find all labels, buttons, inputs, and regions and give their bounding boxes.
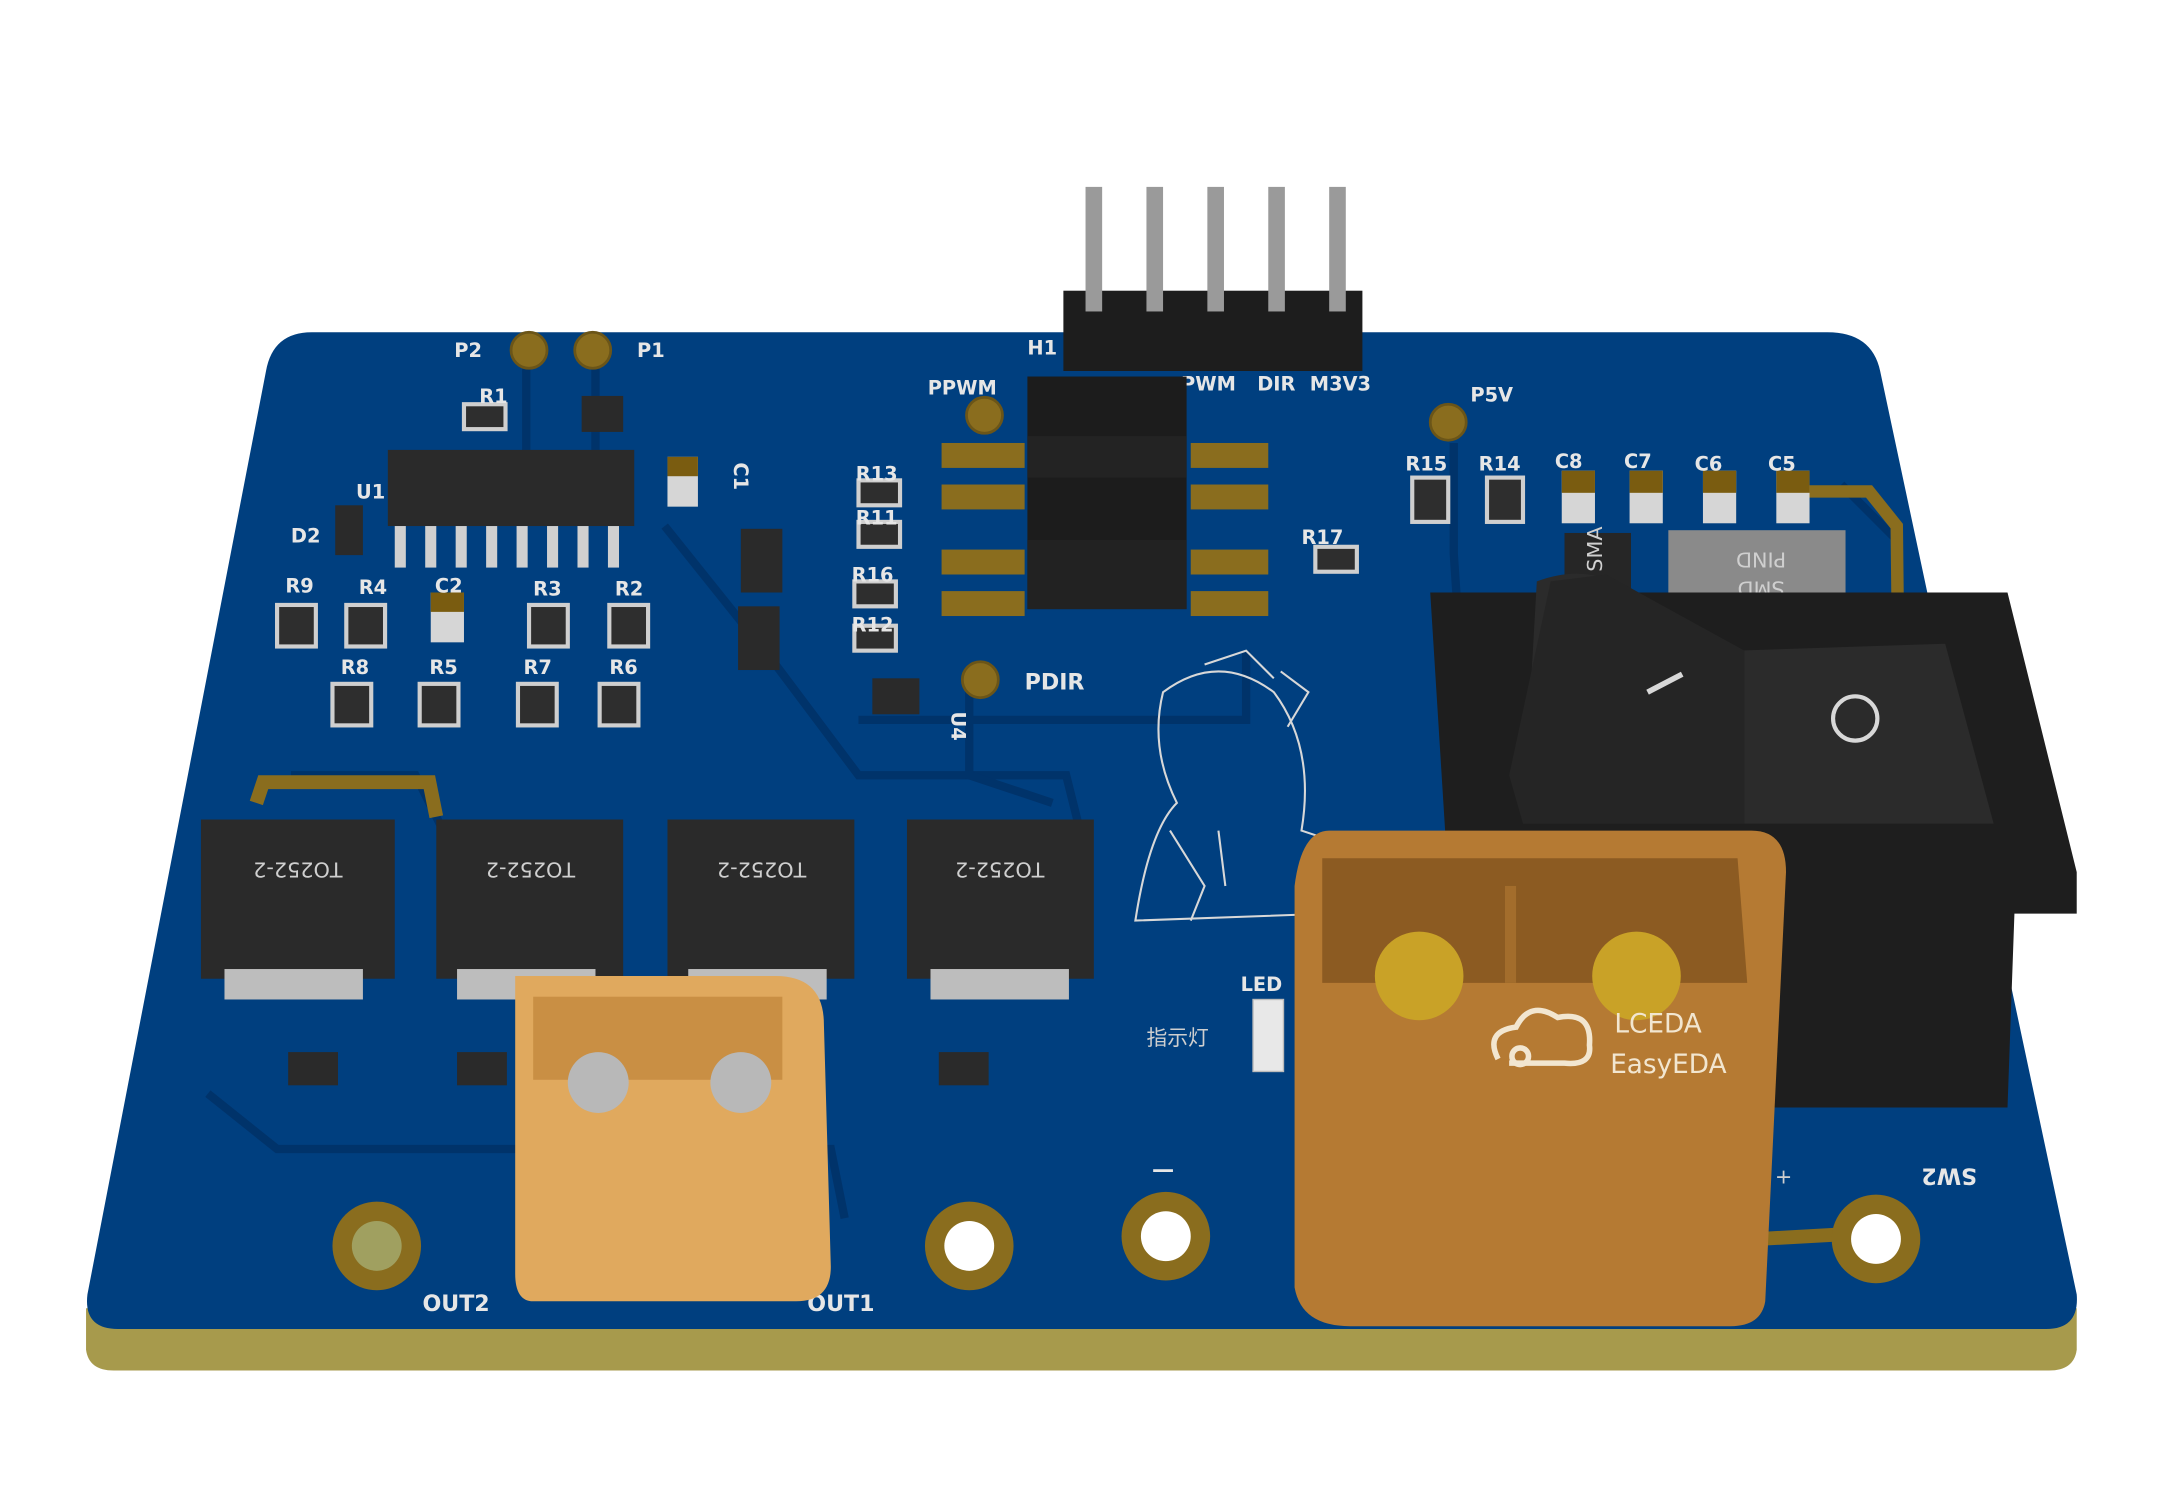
ref-c5: C5 <box>1768 453 1796 476</box>
smd-inductor <box>1668 530 1846 600</box>
sot23-a <box>740 528 783 593</box>
polarity-plus: + <box>1775 1165 1792 1189</box>
ref-r17: R17 <box>1301 526 1343 549</box>
logo-easyeda: EasyEDA <box>1610 1050 1726 1080</box>
sma-label: SMA <box>1583 526 1607 572</box>
ref-r6: R6 <box>609 656 637 679</box>
header-pin-dir: DIR <box>1257 372 1295 395</box>
ref-c6: C6 <box>1695 453 1723 476</box>
ref-u4: U4 <box>946 712 969 741</box>
mosfet-q1-label: TO252-2 <box>253 857 343 881</box>
tp-p2: P2 <box>454 339 482 362</box>
header-pin-pwm: PWM <box>1181 372 1236 395</box>
mosfet-row <box>200 819 1094 1000</box>
header-pin-3v3: M3V3 <box>1310 372 1371 395</box>
power-trace <box>249 775 444 819</box>
ref-c2: C2 <box>435 574 463 597</box>
easyeda-logo-icon <box>1491 1007 1593 1068</box>
ic-u1 <box>387 449 635 568</box>
ref-d2: D2 <box>291 525 321 548</box>
test-point-pads <box>509 330 1468 700</box>
ref-c7: C7 <box>1624 450 1652 473</box>
tp-pdir: PDIR <box>1025 669 1085 695</box>
mounting-holes <box>332 1191 1921 1291</box>
ref-r9: R9 <box>285 574 313 597</box>
capacitor-bodies <box>430 456 1810 643</box>
mosfet-q4-label: TO252-2 <box>955 857 1045 881</box>
ic-u4 <box>872 678 920 715</box>
sot-part <box>288 1052 338 1086</box>
label-out2: OUT2 <box>422 1291 489 1317</box>
ref-r4: R4 <box>359 576 387 599</box>
ref-u1: U1 <box>356 480 385 503</box>
diode-d2 <box>335 505 363 556</box>
ref-r1: R1 <box>479 385 507 408</box>
ref-r11: R11 <box>856 507 898 530</box>
ref-r8: R8 <box>341 656 369 679</box>
mosfet-q3-label: TO252-2 <box>717 857 807 881</box>
header-ref: H1 <box>1027 336 1057 359</box>
switch-off-mark <box>1831 694 1880 743</box>
ref-r16: R16 <box>852 563 894 586</box>
tp-ppwm: PPWM <box>928 377 997 400</box>
led-indicator <box>1252 998 1285 1073</box>
ref-led: LED <box>1241 973 1283 996</box>
driver-ic-stack <box>941 376 1269 617</box>
xt60-input-connector[interactable] <box>1294 830 1787 1327</box>
ref-r12: R12 <box>852 613 894 636</box>
ref-r7: R7 <box>523 656 551 679</box>
ref-c8: C8 <box>1555 450 1583 473</box>
pin-header-h1[interactable] <box>1063 186 1363 372</box>
switch-on-mark <box>1646 671 1684 695</box>
pind-label: PIND <box>1736 547 1786 571</box>
sot-part <box>938 1052 989 1086</box>
ref-r13: R13 <box>856 462 898 485</box>
ref-c1: C1 <box>729 462 752 490</box>
tp-p1: P1 <box>637 339 665 362</box>
sot23-b <box>738 606 780 671</box>
ref-r15: R15 <box>1405 453 1447 476</box>
tp-p5v: P5V <box>1470 383 1513 406</box>
polarity-minus: — <box>1152 1157 1174 1183</box>
ref-r3: R3 <box>533 577 561 600</box>
xt30-output-connector[interactable] <box>515 975 831 1302</box>
sot-part <box>457 1052 507 1086</box>
sod-diode <box>581 395 624 432</box>
led-cn-label: 指示灯 <box>1146 1026 1208 1050</box>
logo-lceda: LCEDA <box>1614 1010 1701 1040</box>
ref-r5: R5 <box>429 656 457 679</box>
resistor-bodies <box>275 402 1526 728</box>
mosfet-q2-label: TO252-2 <box>486 857 576 881</box>
ref-r14: R14 <box>1479 453 1521 476</box>
ref-sw2: SW2 <box>1921 1162 1977 1188</box>
ref-r2: R2 <box>615 577 643 600</box>
